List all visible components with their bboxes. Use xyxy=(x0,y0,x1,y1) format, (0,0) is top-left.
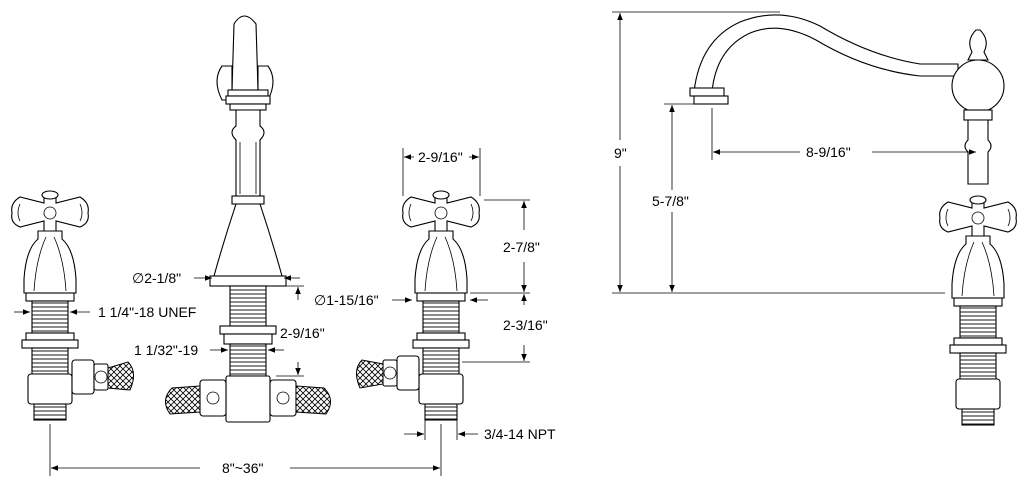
cross-width-label: 2-9/16" xyxy=(418,149,463,165)
cross-width-dimension: 2-9/16" xyxy=(402,148,481,196)
handle-height-dimension: 2-7/8" xyxy=(470,199,540,294)
inlet-thread-dimension: 3/4-14 NPT xyxy=(404,420,556,442)
spout-front-view xyxy=(165,15,331,423)
braided-hose-icon xyxy=(107,361,134,391)
handle-diameter-label: ∅1-15/16" xyxy=(314,292,379,308)
handle-shank-height-dimension: 2-3/16" xyxy=(462,294,548,363)
spread-label: 8"~36" xyxy=(222,460,264,476)
spout-diameter-dimension: ∅2-1/8" xyxy=(132,270,300,286)
handle-height-label: 2-7/8" xyxy=(503,239,540,255)
spout-shank-height-dimension: 2-9/16" xyxy=(276,285,325,377)
spout-diameter-label: ∅2-1/8" xyxy=(132,270,181,286)
left-hose-connector xyxy=(71,359,134,395)
spout-reach-label: 8-9/16" xyxy=(806,144,851,160)
braided-hose-icon xyxy=(165,385,201,415)
spout-height-label: 5-7/8" xyxy=(652,193,689,209)
braided-hose-icon xyxy=(295,385,331,415)
handle-diameter-dimension: ∅1-15/16" xyxy=(314,292,488,308)
total-height-label: 9" xyxy=(614,145,627,161)
handle-thread-dimension: 1 1/4"-18 UNEF xyxy=(14,304,196,320)
right-hose-connector xyxy=(356,355,420,391)
inlet-thread-label: 3/4-14 NPT xyxy=(484,426,556,442)
spout-thread-dimension: 1 1/32"-19 xyxy=(134,342,284,358)
spout-shank-height-label: 2-9/16" xyxy=(280,325,325,341)
spread-dimension: 8"~36" xyxy=(49,424,442,476)
braided-hose-icon xyxy=(356,359,384,389)
spout-reach-dimension: 8-9/16" xyxy=(711,108,976,160)
handle-thread-label: 1 1/4"-18 UNEF xyxy=(98,304,196,320)
handle-shank-height-label: 2-3/16" xyxy=(503,317,548,333)
spout-height-dimension: 5-7/8" xyxy=(652,103,700,292)
spout-thread-label: 1 1/32"-19 xyxy=(134,342,198,358)
faucet-side-view xyxy=(689,14,1017,426)
total-height-dimension: 9" xyxy=(612,11,945,294)
